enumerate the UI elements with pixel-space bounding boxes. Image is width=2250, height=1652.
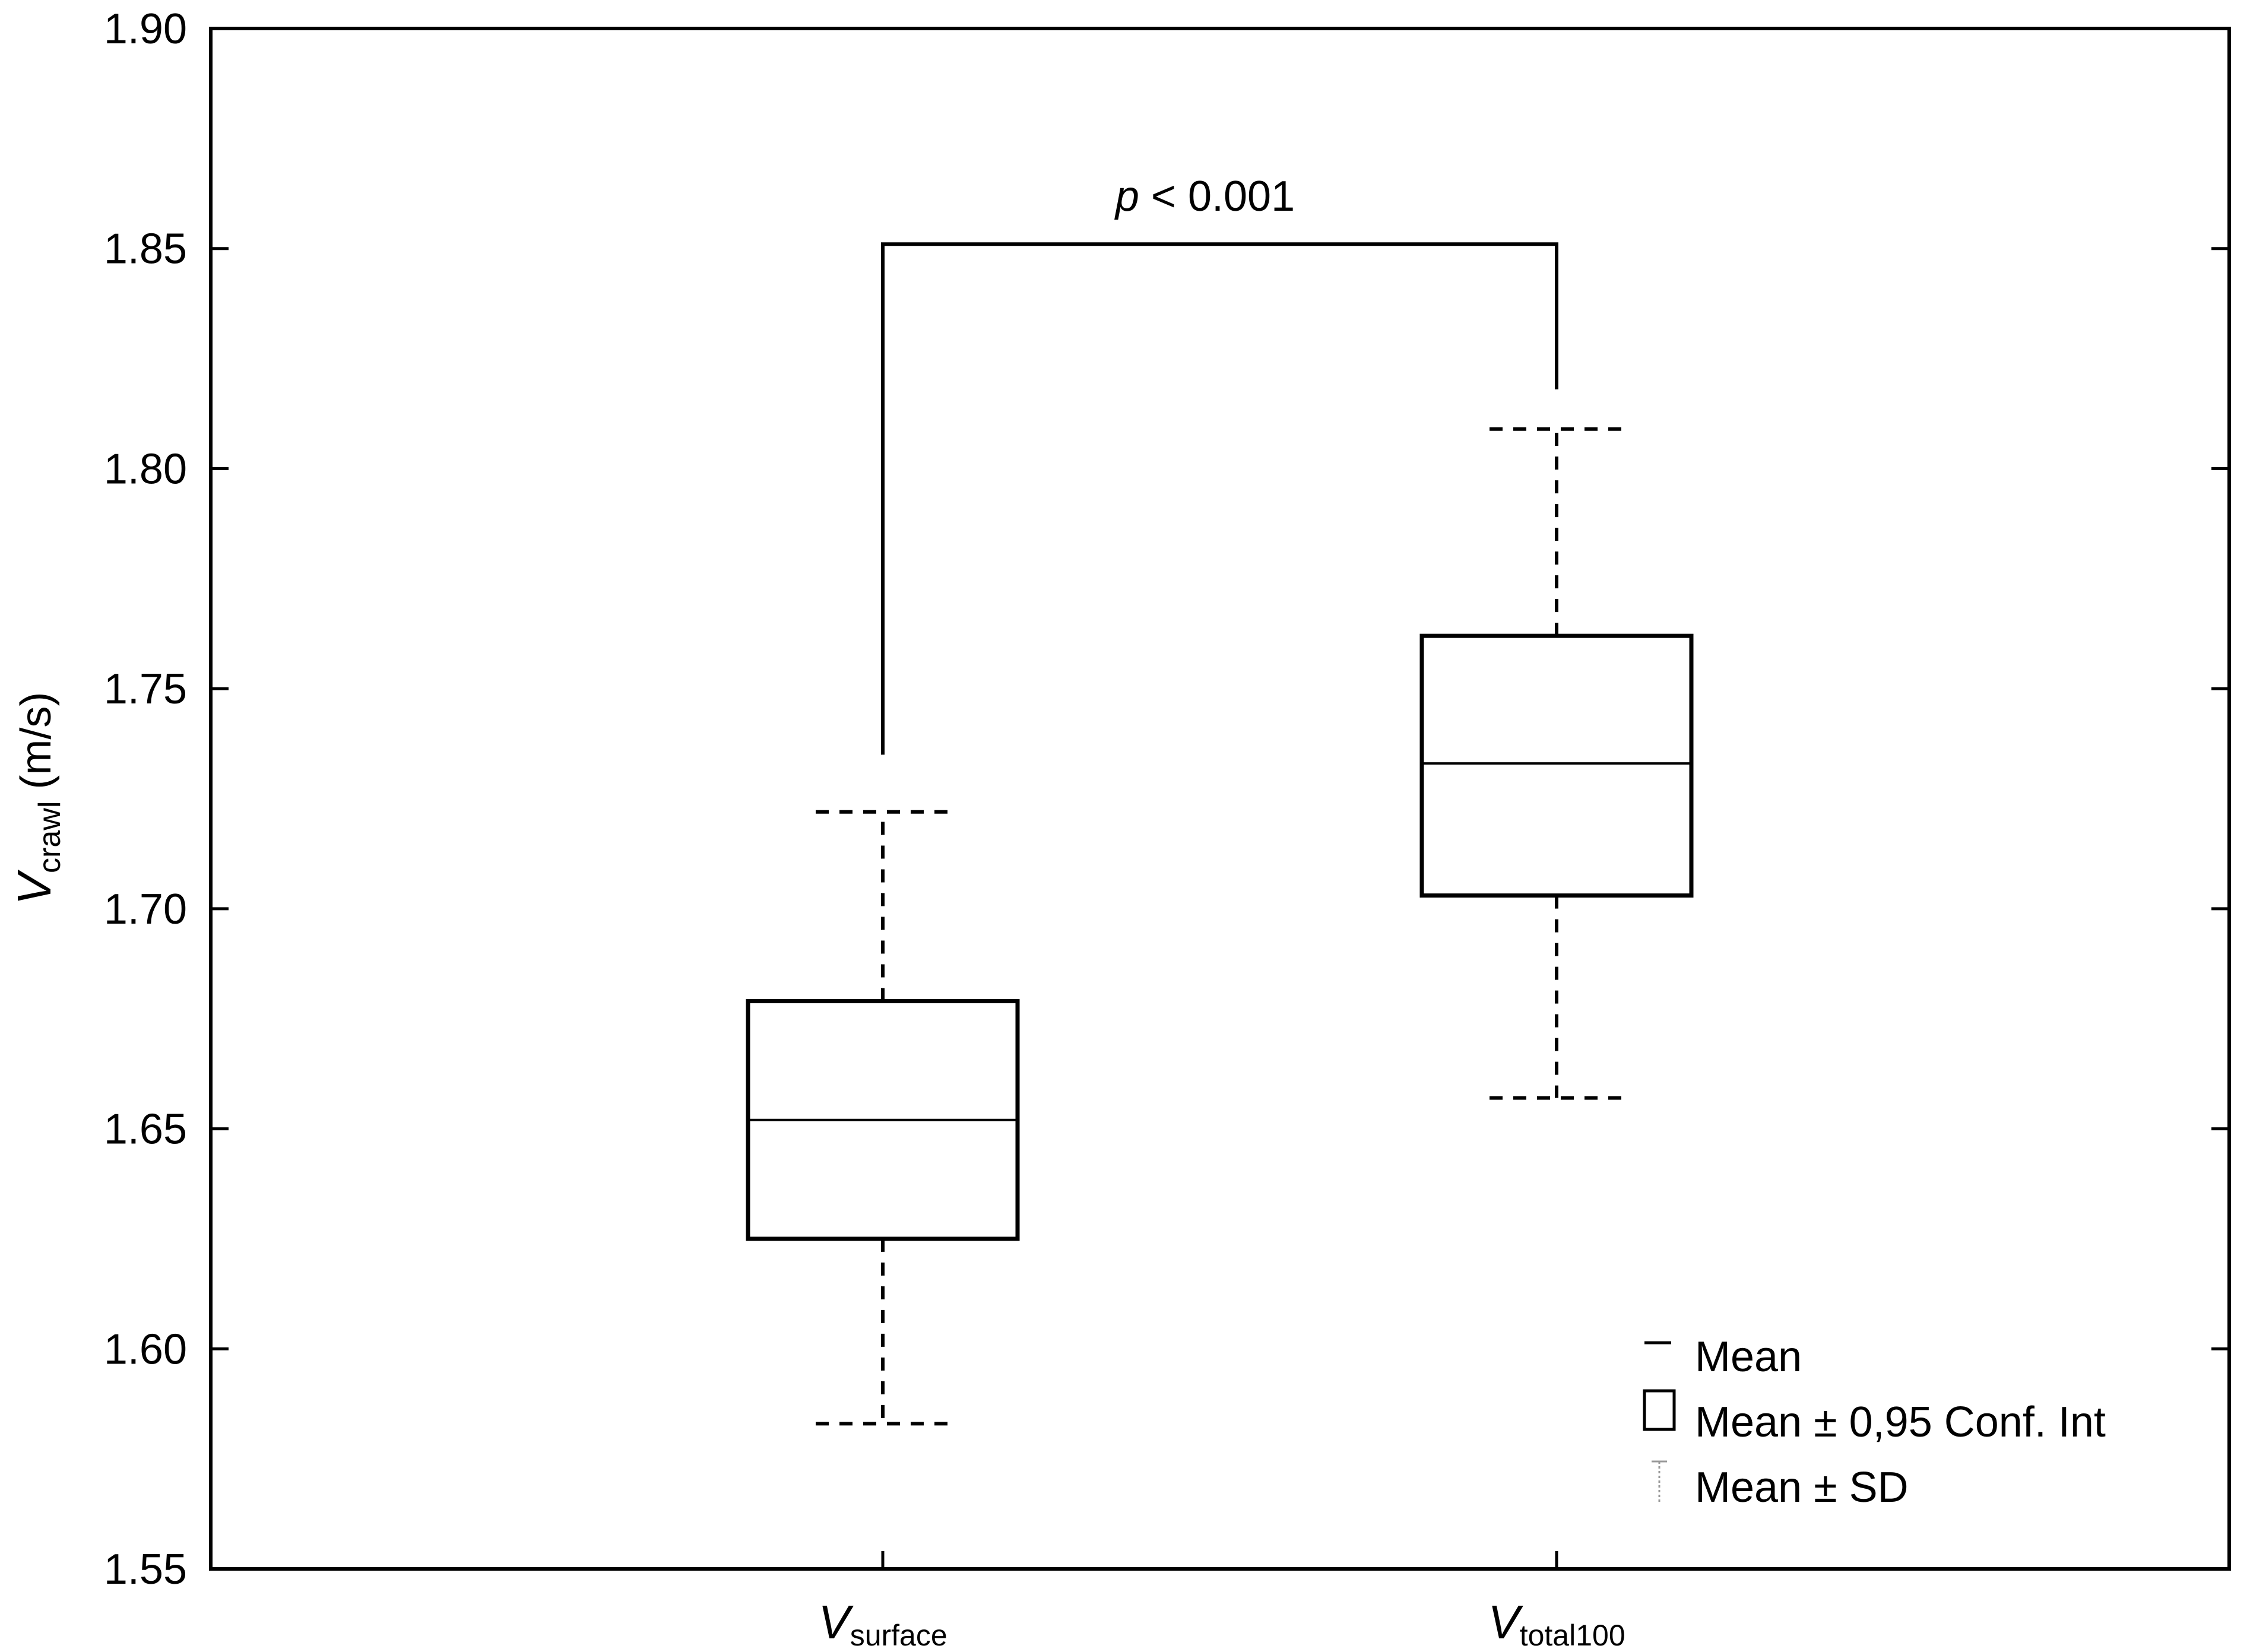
y-tick-label: 1.80 bbox=[104, 445, 187, 493]
y-tick-label: 1.65 bbox=[104, 1106, 187, 1153]
y-tick-label: 1.55 bbox=[104, 1546, 187, 1593]
legend-sd-label: Mean ± SD bbox=[1695, 1464, 1909, 1511]
y-tick-label: 1.90 bbox=[104, 5, 187, 53]
x-category-main: V bbox=[1488, 1596, 1523, 1648]
y-axis-label-main: V bbox=[8, 869, 61, 905]
x-category-main: V bbox=[818, 1596, 854, 1648]
y-axis-label-sub: crawl bbox=[33, 801, 67, 873]
y-tick-label: 1.85 bbox=[104, 226, 187, 273]
significance-label: p < 0.001 bbox=[1114, 173, 1295, 220]
y-tick-label: 1.70 bbox=[104, 886, 187, 933]
significance-bracket bbox=[881, 242, 1558, 755]
y-tick-label: 1.60 bbox=[104, 1326, 187, 1373]
legend-mean-label: Mean bbox=[1695, 1333, 1802, 1381]
legend-ci-label: Mean ± 0,95 Conf. Int bbox=[1695, 1399, 2106, 1446]
y-axis-label: Vcrawl (m/s) bbox=[8, 692, 67, 905]
legend: Mean Mean ± 0,95 Conf. Int Mean ± SD bbox=[1643, 1333, 2106, 1511]
y-tick-label: 1.75 bbox=[104, 665, 187, 713]
box-group bbox=[1419, 427, 1694, 1100]
legend-ci-swatch bbox=[1643, 1389, 1676, 1431]
y-axis-ticks: 1.55 1.60 1.65 1.70 1.75 1.80 1.85 1.90 bbox=[104, 5, 2229, 1593]
y-axis-label-unit: (m/s) bbox=[12, 692, 60, 801]
x-category-sub: total100 bbox=[1520, 1619, 1625, 1652]
x-category-sub: surface bbox=[850, 1619, 947, 1652]
significance-rest: < 0.001 bbox=[1139, 173, 1295, 220]
plot-frame bbox=[209, 27, 2231, 1571]
x-category-label: Vtotal100 bbox=[1488, 1596, 1625, 1652]
ci-box bbox=[1419, 633, 1694, 898]
box-group bbox=[746, 810, 1020, 1426]
box-series bbox=[746, 427, 1694, 1426]
x-category-label: Vsurface bbox=[818, 1596, 947, 1652]
significance-p: p bbox=[1114, 173, 1139, 220]
significance-bracket-line bbox=[881, 242, 1558, 755]
